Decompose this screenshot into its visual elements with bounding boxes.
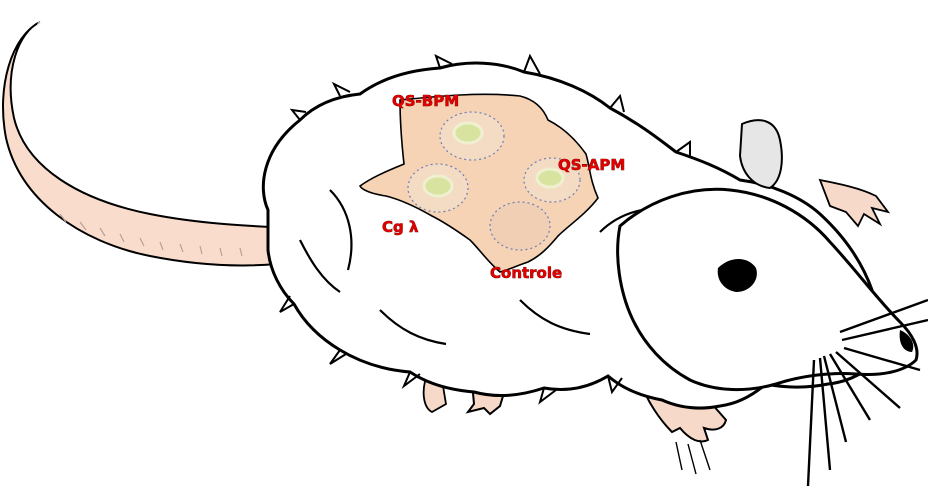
site-controle <box>490 202 550 250</box>
site-qs-bpm <box>440 112 504 160</box>
site-cg-lambda <box>408 164 468 212</box>
rat-tail <box>3 22 296 265</box>
label-cg-lambda: Cg λ <box>382 218 419 236</box>
label-controle: Controle <box>490 264 562 282</box>
label-qs-apm: QS-APM <box>558 156 625 174</box>
label-qs-bpm: QS-BPM <box>392 92 459 110</box>
